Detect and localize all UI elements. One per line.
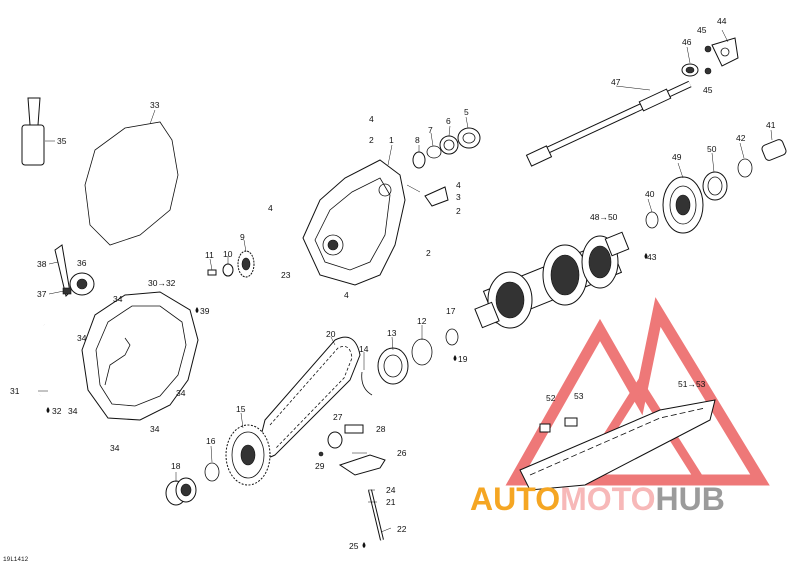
callout-17: 17 xyxy=(446,306,456,316)
callout-2a: 2 xyxy=(369,135,374,145)
drive-chain xyxy=(258,336,361,459)
callout-4a: 4 xyxy=(369,114,374,124)
drop-icon xyxy=(453,355,457,361)
callout-34d: 34 xyxy=(176,388,186,398)
callout-53: 53 xyxy=(574,391,584,401)
dipstick-group xyxy=(54,244,95,297)
callout-21: 21 xyxy=(386,497,396,507)
callout-8: 8 xyxy=(415,135,420,145)
callout-25: 25 xyxy=(349,541,359,551)
callout-47: 47 xyxy=(611,77,621,87)
sealant-drop-icons xyxy=(46,253,648,548)
bearings-upper xyxy=(412,127,481,169)
callout-35: 35 xyxy=(57,136,67,146)
idler-gear xyxy=(207,250,255,278)
watermark-moto: MOTO xyxy=(560,481,655,517)
transmission-housing xyxy=(302,159,406,286)
callout-40: 40 xyxy=(645,189,655,199)
callout-10: 10 xyxy=(223,249,233,259)
callout-13: 13 xyxy=(387,328,397,338)
callout-15: 15 xyxy=(236,404,246,414)
shaft-assembly-top xyxy=(525,37,739,167)
reference-code: 19L1412 xyxy=(3,556,29,563)
callout-7: 7 xyxy=(428,125,433,135)
drop-icon xyxy=(46,407,50,413)
callout-5: 5 xyxy=(464,107,469,117)
callout-34b: 34 xyxy=(77,333,87,343)
watermark-text: AUTOMOTOHUB xyxy=(470,481,725,517)
callout-4d: 4 xyxy=(344,290,349,300)
callout-12: 12 xyxy=(417,316,427,326)
callout-41: 41 xyxy=(766,120,776,130)
callout-45b: 45 xyxy=(703,85,713,95)
callout-38: 38 xyxy=(37,259,47,269)
callout-52: 52 xyxy=(546,393,556,403)
callout-16: 16 xyxy=(206,436,216,446)
drop-icon xyxy=(362,542,366,548)
bearing-18 xyxy=(165,477,197,506)
breather-filter xyxy=(21,97,45,166)
callout-29: 29 xyxy=(315,461,325,471)
callout-34c: 34 xyxy=(68,406,78,416)
callout-4b: 4 xyxy=(456,180,461,190)
callout-34a: 34 xyxy=(113,294,123,304)
callout-43: 43 xyxy=(647,252,657,262)
slide-rail xyxy=(519,399,716,491)
sprocket-shaft xyxy=(474,231,630,329)
drop-icon xyxy=(644,253,648,259)
watermark-auto: AUTO xyxy=(470,481,560,517)
callout-37: 37 xyxy=(37,289,47,299)
bearings-middle xyxy=(361,328,459,396)
callout-20: 20 xyxy=(326,329,336,339)
callout-34e: 34 xyxy=(150,424,160,434)
callout-32: 32 xyxy=(52,406,62,416)
leader-lines xyxy=(38,29,773,533)
ring-16 xyxy=(204,462,220,482)
callout-33: 33 xyxy=(150,100,160,110)
callout-27: 27 xyxy=(333,412,343,422)
callout-36: 36 xyxy=(77,258,87,268)
callout-49: 49 xyxy=(672,152,682,162)
outer-cover xyxy=(81,291,199,421)
drop-icon xyxy=(195,307,199,313)
drive-disk-group xyxy=(645,139,787,234)
callout-48-50: 48→50 xyxy=(590,212,618,222)
callout-19: 19 xyxy=(458,354,468,364)
callout-4c: 4 xyxy=(268,203,273,213)
tensioner-group xyxy=(318,424,386,541)
large-gear xyxy=(225,424,271,486)
callout-1: 1 xyxy=(389,135,394,145)
callout-34f: 34 xyxy=(110,443,120,453)
watermark-hub: HUB xyxy=(655,481,724,517)
callout-3: 3 xyxy=(456,192,461,202)
callout-6: 6 xyxy=(446,116,451,126)
cover-gasket xyxy=(84,121,179,246)
callout-45a: 45 xyxy=(697,25,707,35)
callout-39: 39 xyxy=(200,306,210,316)
callout-26: 26 xyxy=(397,448,407,458)
callout-2b: 2 xyxy=(456,206,461,216)
callout-23: 23 xyxy=(281,270,291,280)
callout-2c: 2 xyxy=(426,248,431,258)
callout-42: 42 xyxy=(736,133,746,143)
callout-31: 31 xyxy=(10,386,20,396)
callout-9: 9 xyxy=(240,232,245,242)
callout-30-32: 30→32 xyxy=(148,278,176,288)
cover-plate xyxy=(424,186,449,207)
callout-14: 14 xyxy=(359,344,369,354)
callout-44: 44 xyxy=(717,16,727,26)
callout-11: 11 xyxy=(205,250,214,260)
callout-labels: 1 2 2 2 3 4 4 4 4 5 6 7 8 9 10 11 12 13 … xyxy=(10,16,776,551)
callout-22: 22 xyxy=(397,524,407,534)
callout-28: 28 xyxy=(376,424,386,434)
callout-18: 18 xyxy=(171,461,181,471)
callout-50: 50 xyxy=(707,144,717,154)
callout-24: 24 xyxy=(386,485,396,495)
callout-46: 46 xyxy=(682,37,692,47)
callout-51-53: 51→53 xyxy=(678,379,706,389)
